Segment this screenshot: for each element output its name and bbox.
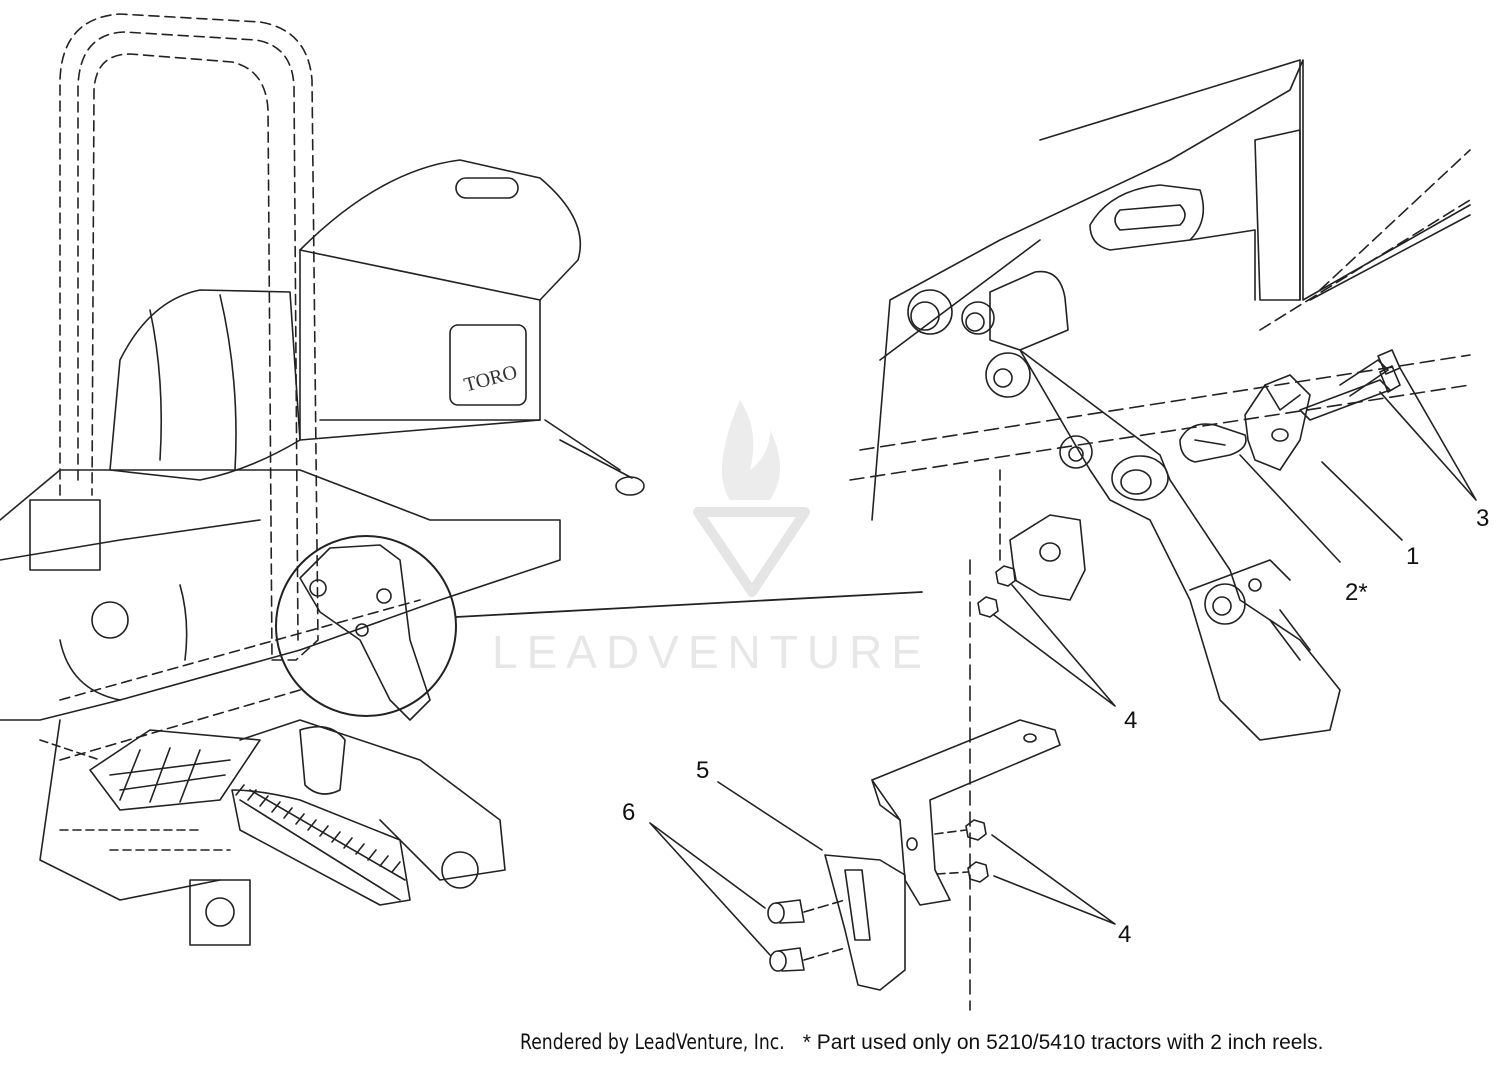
watermark-logo (693, 400, 810, 597)
part-5-bracket (871, 719, 1061, 906)
part-4-nuts-lower (934, 819, 989, 883)
footnote: * Part used only on 5210/5410 tractors w… (802, 1031, 1324, 1054)
part-5-guard (824, 854, 906, 991)
callout-1: 1 (1406, 543, 1419, 570)
part-6-carriage-bolts (767, 899, 846, 972)
callout-4-upper: 4 (1124, 707, 1137, 734)
part-4-nuts-upper (977, 565, 1017, 618)
part-1-bracket (1244, 374, 1311, 471)
callout-3: 3 (1476, 505, 1489, 532)
tractor-body (0, 469, 561, 721)
detail-leader-line (455, 591, 923, 618)
toro-logo-text: TORO (462, 361, 520, 396)
callout-6: 6 (622, 799, 635, 826)
foot-platform (89, 729, 261, 811)
mounting-block (1009, 514, 1086, 601)
lift-arm-assembly (907, 270, 1341, 741)
enlarged-detail (649, 59, 1477, 1011)
toro-logo (449, 324, 527, 406)
part-2-spacer (1179, 423, 1247, 463)
rops-rollbar (59, 13, 319, 661)
hood (299, 159, 582, 441)
callout-5: 5 (696, 757, 709, 784)
reel-cutting-unit (231, 719, 506, 906)
rendered-by-credit: Rendered by LeadVenture, Inc. (520, 1030, 785, 1054)
part-3-bolts (1299, 349, 1401, 421)
callout-4-lower: 4 (1118, 921, 1131, 948)
tractor-overview: TORO (0, 13, 923, 946)
seat (109, 289, 301, 481)
footer-caption: Rendered by LeadVenture, Inc. * Part used… (520, 1030, 1323, 1055)
callout-2: 2* (1345, 579, 1368, 606)
detail-circle (275, 535, 457, 717)
watermark-text: LEADVENTURE (492, 626, 931, 678)
